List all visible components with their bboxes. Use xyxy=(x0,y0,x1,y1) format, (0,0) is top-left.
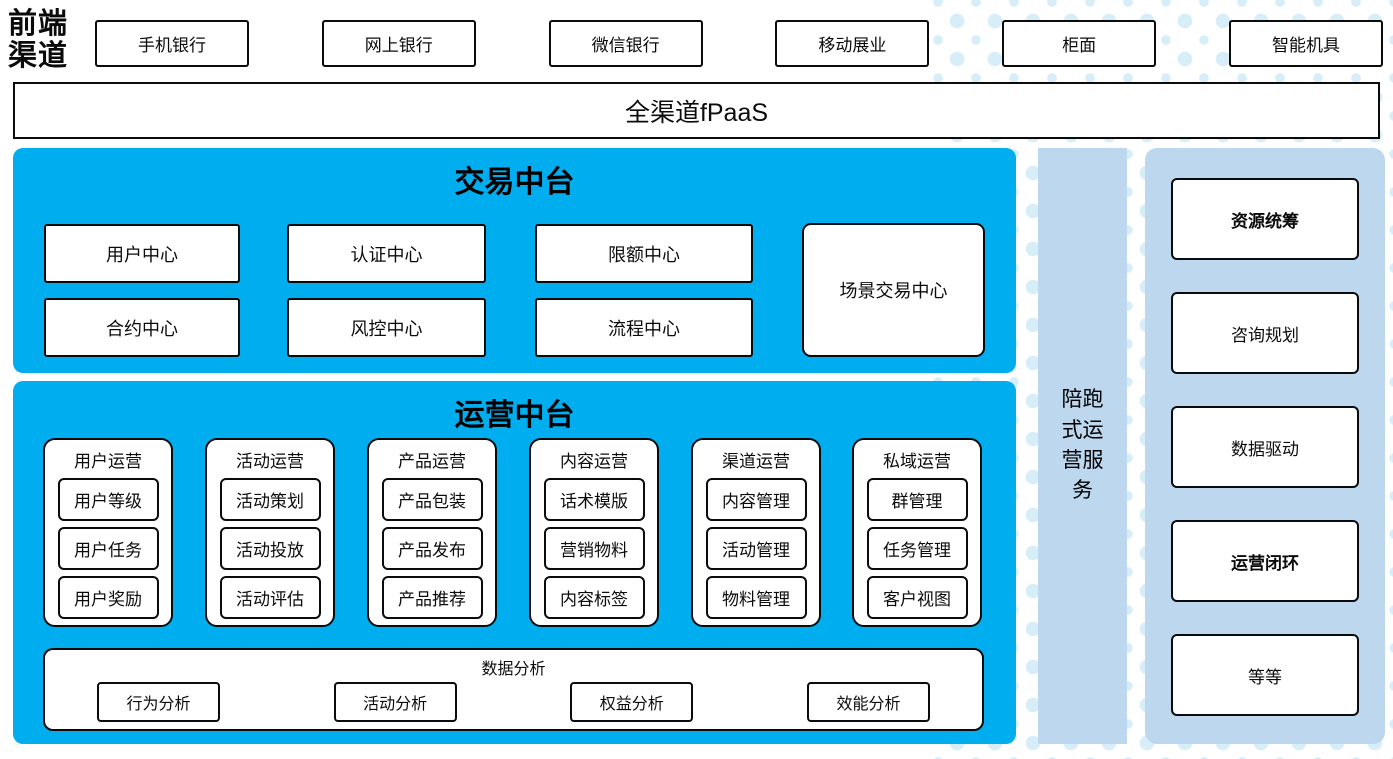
ops-group-activity: 活动运营 活动策划 活动投放 活动评估 xyxy=(205,438,335,627)
data-analysis-row: 行为分析 活动分析 权益分析 效能分析 xyxy=(45,682,982,722)
ops-item: 活动评估 xyxy=(219,576,321,619)
trade-platform-title: 交易中台 xyxy=(454,166,575,199)
ops-item: 用户奖励 xyxy=(57,576,159,619)
ops-item: 任务管理 xyxy=(866,527,968,570)
ops-group-title: 活动运营 xyxy=(236,452,304,471)
frontend-channels-label: 前端渠道 xyxy=(8,8,69,73)
ops-item: 群管理 xyxy=(866,478,968,521)
data-analysis-title: 数据分析 xyxy=(481,661,546,678)
ops-item: 产品包装 xyxy=(381,478,483,521)
data-analysis-panel: 数据分析 行为分析 活动分析 权益分析 效能分析 xyxy=(43,648,984,731)
analysis-item: 活动分析 xyxy=(333,682,457,722)
ops-group-content: 内容运营 话术模版 营销物料 内容标签 xyxy=(529,438,659,627)
ops-group-product: 产品运营 产品包装 产品发布 产品推荐 xyxy=(367,438,497,627)
analysis-item: 权益分析 xyxy=(570,682,694,722)
service-box: 等等 xyxy=(1171,634,1359,716)
channel-box: 手机银行 xyxy=(95,20,249,67)
ops-item: 物料管理 xyxy=(705,576,807,619)
ops-group-channel: 渠道运营 内容管理 活动管理 物料管理 xyxy=(691,438,821,627)
service-box: 咨询规划 xyxy=(1171,292,1359,374)
frontend-channels-row: 手机银行 网上银行 微信银行 移动展业 柜面 智能机具 xyxy=(95,20,1383,67)
channel-box: 柜面 xyxy=(1002,20,1157,67)
channel-box: 微信银行 xyxy=(548,20,703,67)
companion-service-label: 陪跑式运营服务 xyxy=(1061,388,1104,503)
center-box: 限额中心 xyxy=(535,224,753,283)
ops-group-title: 用户运营 xyxy=(74,452,142,471)
analysis-item: 行为分析 xyxy=(97,682,220,722)
operations-platform-section: 运营中台 用户运营 用户等级 用户任务 用户奖励 活动运营 活动策划 活动投放 … xyxy=(13,381,1016,744)
channel-box: 智能机具 xyxy=(1228,20,1383,67)
ops-group-title: 渠道运营 xyxy=(722,452,790,471)
companion-service-bar: 陪跑式运营服务 xyxy=(1038,148,1127,744)
ops-group-private: 私域运营 群管理 任务管理 客户视图 xyxy=(852,438,982,627)
ops-item: 用户等级 xyxy=(57,478,159,521)
ops-item: 内容管理 xyxy=(705,478,807,521)
ops-item: 营销物料 xyxy=(543,527,645,570)
center-box: 用户中心 xyxy=(44,224,240,283)
ops-group-title: 产品运营 xyxy=(398,452,466,471)
center-box: 认证中心 xyxy=(287,224,486,283)
ops-item: 活动投放 xyxy=(219,527,321,570)
service-box: 运营闭环 xyxy=(1171,520,1359,602)
service-box: 数据驱动 xyxy=(1171,406,1359,488)
center-box: 合约中心 xyxy=(44,298,240,357)
ops-item: 产品推荐 xyxy=(381,576,483,619)
ops-group-title: 私域运营 xyxy=(883,452,951,471)
ops-item: 产品发布 xyxy=(381,527,483,570)
trade-platform-section: 交易中台 用户中心 认证中心 限额中心 合约中心 风控中心 流程中心 场景交易中… xyxy=(13,148,1016,373)
ops-item: 活动管理 xyxy=(705,527,807,570)
ops-group-user: 用户运营 用户等级 用户任务 用户奖励 xyxy=(43,438,173,627)
center-box: 风控中心 xyxy=(287,298,486,357)
ops-group-title: 内容运营 xyxy=(560,452,628,471)
service-box: 资源统筹 xyxy=(1171,178,1359,260)
scenario-trade-center-box: 场景交易中心 xyxy=(802,223,985,357)
ops-item: 客户视图 xyxy=(866,576,968,619)
ops-item: 活动策划 xyxy=(219,478,321,521)
channel-box: 移动展业 xyxy=(775,20,930,67)
channel-box: 网上银行 xyxy=(321,20,476,67)
center-box: 流程中心 xyxy=(535,298,753,357)
ops-item: 内容标签 xyxy=(543,576,645,619)
ops-item: 话术模版 xyxy=(543,478,645,521)
fpaas-bar: 全渠道fPaaS xyxy=(13,82,1380,139)
analysis-item: 效能分析 xyxy=(806,682,930,722)
operations-platform-title: 运营中台 xyxy=(454,399,575,432)
ops-item: 用户任务 xyxy=(57,527,159,570)
services-panel: 资源统筹 咨询规划 数据驱动 运营闭环 等等 xyxy=(1145,148,1385,744)
